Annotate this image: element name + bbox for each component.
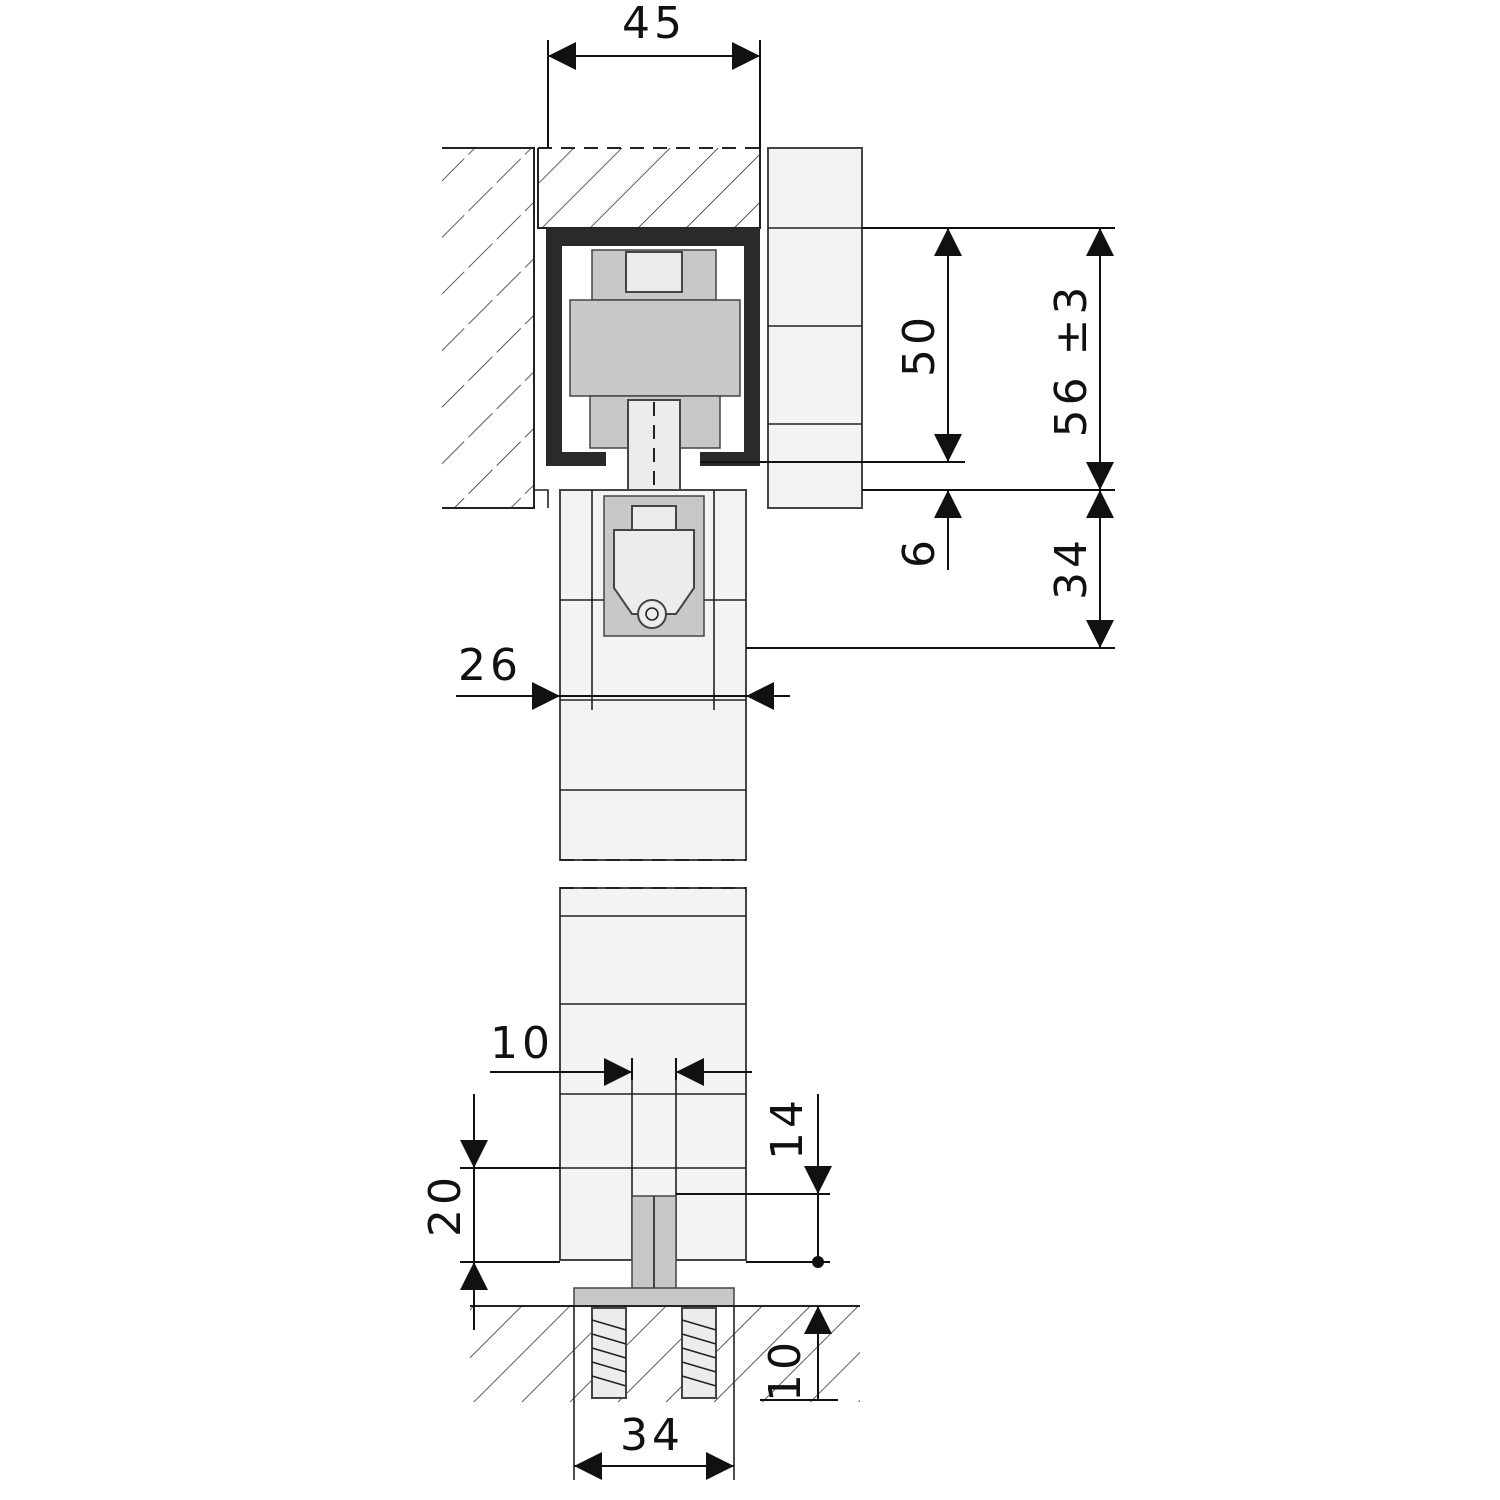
hanger-bracket [559,489,747,861]
dim-total-height: 56 ±3 [1046,283,1097,438]
dim-track-height: 50 [894,313,945,377]
dim-guide-height-20: 20 [420,1173,471,1237]
dim-hanger-height: 34 [1046,536,1097,600]
ceiling-block [538,148,760,228]
dim-guide-height-14: 14 [762,1096,813,1160]
dim-door-thickness: 26 [458,640,522,691]
track-profile [546,228,760,491]
dim-gap: 6 [894,536,945,568]
floor-guide [470,1287,860,1480]
dim-top-width: 45 [622,0,686,49]
dimension-lines [456,40,1115,1480]
left-wall-section [442,148,534,508]
ceiling-section [442,147,863,509]
upper-right-panel [767,147,863,509]
floor-section [470,1306,860,1402]
lower-door-panel [559,887,747,1293]
dim-base-width: 34 [620,1410,684,1461]
dim-floor-depth: 10 [760,1338,811,1402]
dim-guide-width: 10 [490,1018,554,1069]
